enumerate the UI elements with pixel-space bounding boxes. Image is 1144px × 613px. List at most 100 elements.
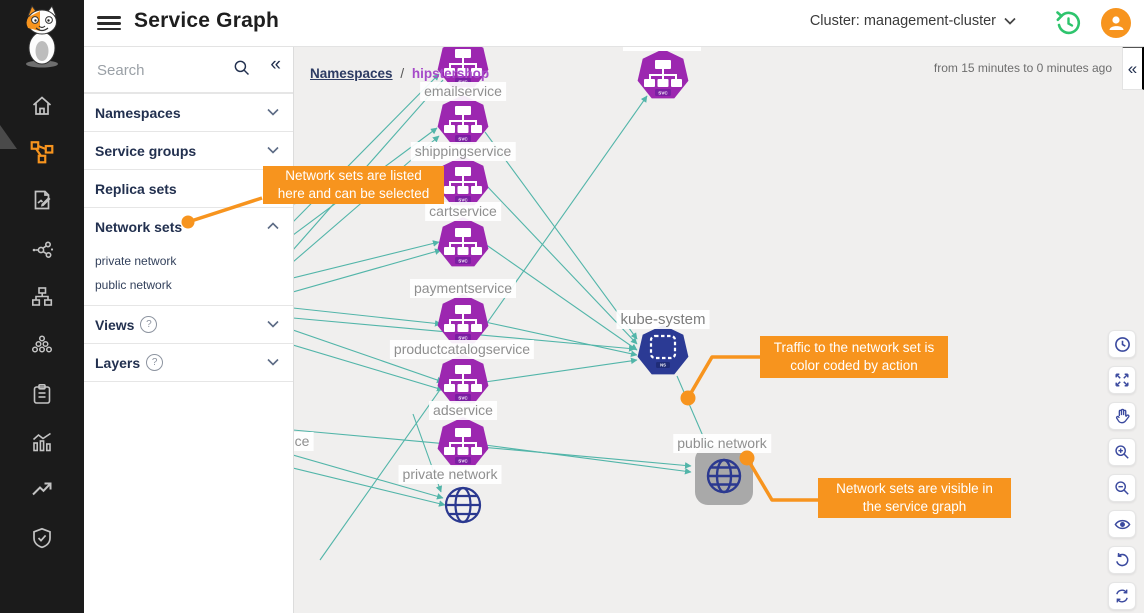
top-bar: Service Graph Cluster: management-cluste… [84,0,1144,47]
sidebar-item-layers[interactable]: Layers ? [84,343,293,381]
time-range-label: from 15 minutes to 0 minutes ago [933,61,1112,75]
svg-text:NS: NS [660,363,666,368]
service-graph-icon [30,141,54,164]
rail-item-home[interactable] [22,86,62,126]
rail-wedge-decoration [0,125,17,149]
rail-item-compliance[interactable] [22,374,62,414]
node-service-top-right[interactable]: SVC [635,47,691,108]
node-label-clipped: ce [293,432,314,451]
visibility-button[interactable] [1108,510,1136,538]
cat-logo-icon [26,4,58,68]
cluster-selector[interactable]: Cluster: management-cluster [810,13,1016,29]
svg-text:SVC: SVC [458,79,468,84]
molecule-icon [32,241,54,259]
user-avatar[interactable] [1101,8,1131,38]
hand-icon [1115,408,1130,424]
chevron-down-icon [1004,17,1016,25]
rail-item-clusters[interactable] [22,325,62,365]
clipped-node-label [623,46,701,51]
service-graph-canvas[interactable]: Namespaces / hipstershop from 15 minutes… [293,46,1144,613]
zoom-out-icon [1115,481,1129,495]
svg-text:SVC: SVC [458,197,468,202]
node-paymentservice[interactable]: SVC [435,215,491,276]
chevron-down-icon [267,146,279,154]
node-label: adservice [429,401,497,420]
node-cartservice[interactable]: SVC [435,154,491,215]
rail-item-security[interactable] [22,518,62,558]
breadcrumb-current: hipstershop [411,66,490,81]
right-panel-collapse-button[interactable]: « [1122,46,1144,90]
refresh-button[interactable] [1108,582,1136,610]
fit-to-screen-button[interactable] [1108,366,1136,394]
sidebar-item-network-sets[interactable]: Network sets [84,207,293,245]
node-emailservice[interactable]: SVC [435,46,491,97]
svg-text:SVC: SVC [458,136,468,141]
hamburger-menu-button[interactable] [97,13,121,33]
undo-icon [1116,553,1129,567]
node-public-network[interactable] [695,447,753,505]
callout-network-sets-list: Network sets are listed here and can be … [263,166,444,204]
node-label: public network [673,434,771,453]
rail-item-policies[interactable] [22,180,62,220]
shield-check-icon [33,527,51,549]
zoom-out-button[interactable] [1108,474,1136,502]
rail-item-endpoints[interactable] [22,277,62,317]
home-icon [32,96,52,115]
node-adservice[interactable]: SVC [435,352,491,413]
pan-button[interactable] [1108,402,1136,430]
expand-icon [1115,373,1129,387]
sidebar-item-namespaces[interactable]: Namespaces [84,93,293,131]
time-travel-icon [1056,11,1081,35]
clipboard-icon [33,383,51,404]
rail-item-nodes[interactable] [22,230,62,270]
history-button[interactable] [1054,9,1082,37]
node-kube-system[interactable]: NS [635,323,691,384]
network-set-item-public[interactable]: public network [95,278,172,292]
network-sets-list: private network public network [84,245,293,305]
time-range-button[interactable] [1108,330,1136,358]
rail-item-service-graph[interactable] [22,132,62,172]
sidebar-item-views[interactable]: Views ? [84,305,293,343]
calico-cat-logo[interactable] [14,4,70,70]
hierarchy-icon [31,287,53,306]
node-private-network[interactable] [441,483,485,532]
node-label: emailservice [420,82,506,101]
node-label: shippingservice [410,142,516,161]
clock-icon [1114,336,1130,352]
callout-network-sets-visible: Network sets are visible in the service … [818,478,1011,518]
breadcrumb-namespaces-link[interactable]: Namespaces [310,66,393,81]
node-productcatalogservice[interactable]: SVC [435,292,491,353]
rail-item-trends[interactable] [22,469,62,509]
search-icon[interactable] [233,59,251,77]
node-shippingservice[interactable]: SVC [435,93,491,154]
svg-text:SVC: SVC [458,395,468,400]
undo-button[interactable] [1108,546,1136,574]
left-icon-rail [0,0,84,613]
help-icon[interactable]: ? [146,354,164,371]
help-icon[interactable]: ? [140,316,158,333]
node-label: private network [398,465,502,484]
network-set-item-private[interactable]: private network [95,254,177,268]
chevron-down-icon [267,108,279,116]
node-label: cartservice [425,202,501,221]
person-icon [1109,16,1124,30]
svg-text:SVC: SVC [458,258,468,263]
sidebar-item-service-groups[interactable]: Service groups [84,131,293,169]
node-service-unlabeled[interactable]: SVC [435,415,491,476]
zoom-in-button[interactable] [1108,438,1136,466]
breadcrumb: Namespaces / hipstershop [310,66,490,81]
svg-text:SVC: SVC [458,335,468,340]
sidebar-collapse-button[interactable]: « [270,54,281,75]
bar-chart-line-icon [32,432,51,452]
sidebar-item-replica-sets[interactable]: Replica sets [84,169,293,207]
rail-item-statistics[interactable] [22,422,62,462]
svg-text:SVC: SVC [658,90,668,95]
search-input[interactable] [95,56,229,84]
node-label: kube-system [616,310,710,329]
node-label: productcatalogservice [389,340,535,359]
eye-icon [1114,519,1130,529]
zoom-in-icon [1115,445,1129,459]
chevron-down-icon [267,358,279,366]
svg-text:SVC: SVC [458,458,468,463]
